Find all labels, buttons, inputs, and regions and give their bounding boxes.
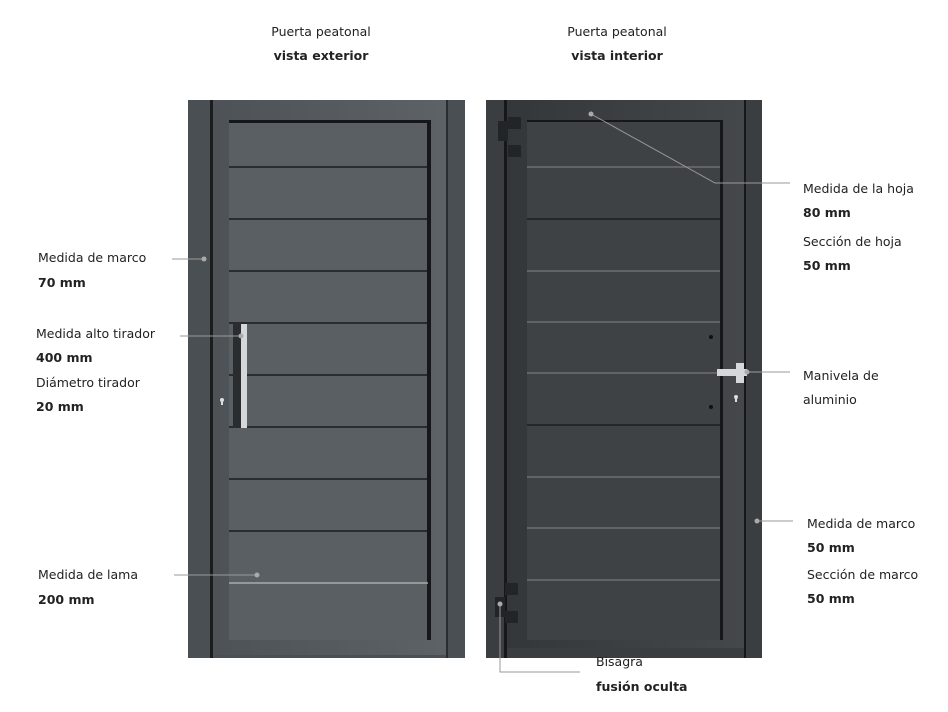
exterior-subtitle: vista exterior [273, 48, 369, 63]
keyhole-icon [220, 398, 224, 405]
interior-door [486, 100, 762, 658]
callout-dots [201, 111, 760, 607]
lever-label: Manivela de [803, 368, 879, 383]
exterior-door [188, 100, 465, 658]
slat-grooves [229, 166, 428, 584]
lever-label-2: aluminio [803, 392, 857, 407]
hinge-top [498, 117, 521, 157]
leaf-section-value: 50 mm [803, 258, 851, 273]
handle-diameter-value: 20 mm [36, 399, 84, 414]
leaf-label: Medida de la hoja [803, 181, 914, 196]
slat-label: Medida de lama [38, 567, 139, 582]
keyhole-icon [734, 395, 738, 402]
hinge-label: Bisagra [596, 654, 643, 669]
handle-height-value: 400 mm [36, 350, 93, 365]
frame-section-value: 50 mm [807, 591, 855, 606]
frame-value-right: 50 mm [807, 540, 855, 555]
handle-height-label: Medida alto tirador [36, 326, 156, 341]
hinge-value: fusión oculta [596, 679, 688, 694]
leaf-section-label: Sección de hoja [803, 234, 902, 249]
exterior-title: Puerta peatonal [271, 24, 371, 39]
pull-handle [233, 324, 247, 428]
frame-label-left: Medida de marco [38, 250, 147, 265]
frame-label-right: Medida de marco [807, 516, 916, 531]
handle-diameter-label: Diámetro tirador [36, 375, 140, 390]
frame-value-left: 70 mm [38, 275, 86, 290]
slat-value: 200 mm [38, 592, 95, 607]
interior-subtitle: vista interior [571, 48, 663, 63]
interior-title: Puerta peatonal [567, 24, 667, 39]
callout-lines [172, 113, 793, 673]
leaf-value: 80 mm [803, 205, 851, 220]
frame-section-label: Sección de marco [807, 567, 919, 582]
lever-handle [717, 363, 747, 383]
